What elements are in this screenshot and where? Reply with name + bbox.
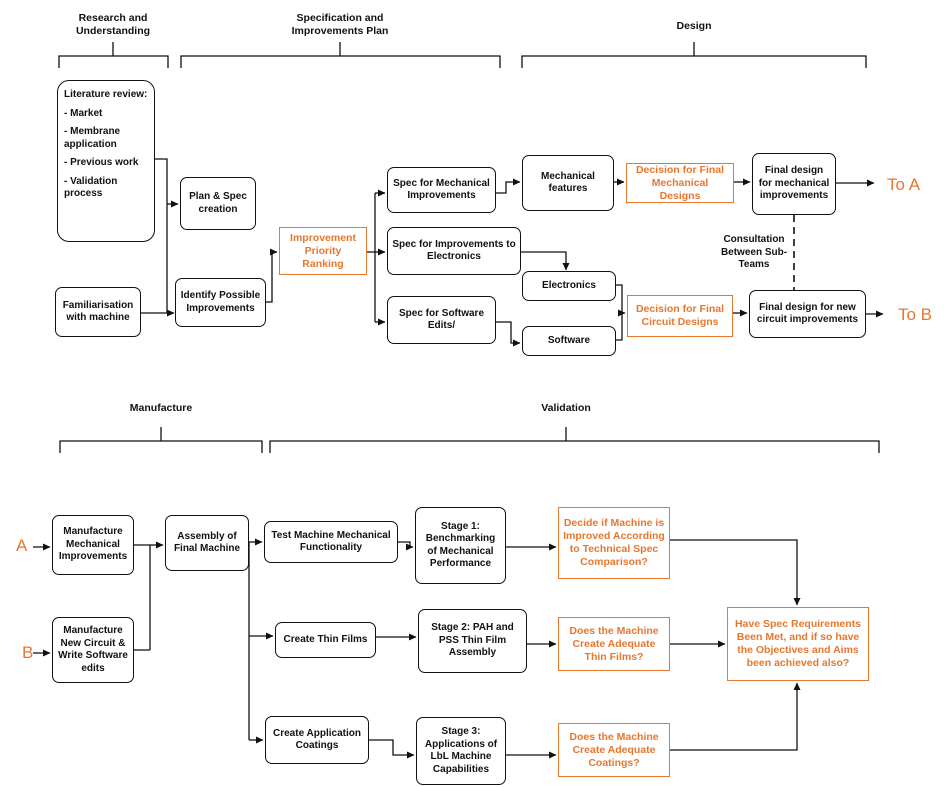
to-a-label: To A: [887, 175, 921, 194]
stage1-box: Stage 1: Benchmarking of Mechanical Perf…: [415, 507, 506, 584]
plan-spec-box: Plan & Spec creation: [180, 177, 256, 230]
consultation-note: Consultation Between Sub-Teams: [720, 234, 788, 270]
literature-item: - Previous work: [64, 157, 139, 168]
header-manufacture: Manufacture: [129, 402, 193, 414]
literature-title: Literature review:: [64, 89, 148, 100]
bracket-research: [58, 42, 169, 68]
final-circuit-box: Final design for new circuit improvement…: [749, 290, 866, 338]
header-design: Design: [676, 20, 712, 32]
decision-mechanical-box: Decision for Final Mechanical Designs: [626, 163, 734, 203]
header-spec-plan: Specification and Improvements Plan: [291, 12, 389, 37]
literature-item: - Membrane application: [64, 126, 121, 150]
test-mechanical-box: Test Machine Mechanical Functionality: [264, 521, 398, 563]
bracket-validation: [269, 427, 880, 453]
manufacture-circuit-box: Manufacture New Circuit & Write Software…: [52, 617, 134, 683]
b-label: B: [22, 643, 34, 662]
manufacture-mechanical-box: Manufacture Mechanical Improvements: [52, 515, 134, 575]
bracket-manufacture: [59, 427, 263, 453]
a-label: A: [16, 536, 28, 555]
literature-review-box: Literature review: - Market - Membrane a…: [57, 80, 155, 242]
assembly-box: Assembly of Final Machine: [165, 515, 249, 571]
literature-item: - Validation process: [64, 175, 118, 200]
create-coatings-box: Create Application Coatings: [265, 716, 369, 764]
header-validation: Validation: [541, 402, 591, 414]
stage2-box: Stage 2: PAH and PSS Thin Film Assembly: [418, 609, 527, 673]
to-b-label: To B: [898, 305, 933, 324]
priority-ranking-box: Improvement Priority Ranking: [279, 227, 367, 275]
final-check-box: Have Spec Requirements Been Met, and if …: [727, 607, 869, 681]
spec-software-box: Spec for Software Edits/: [387, 296, 496, 344]
bracket-design: [521, 42, 867, 68]
spec-electronics-box: Spec for Improvements to Electronics: [387, 227, 521, 275]
adequate-coatings-box: Does the Machine Create Adequate Coating…: [558, 723, 670, 777]
identify-improvements-box: Identify Possible Improvements: [175, 278, 266, 327]
software-box: Software: [522, 326, 616, 356]
adequate-films-box: Does the Machine Create Adequate Thin Fi…: [558, 617, 670, 671]
decision-circuit-box: Decision for Final Circuit Designs: [627, 295, 733, 337]
header-research: Research and Understanding: [75, 12, 151, 37]
stage3-box: Stage 3: Applications of LbL Machine Cap…: [416, 717, 506, 785]
bracket-spec-plan: [180, 42, 501, 68]
spec-mechanical-box: Spec for Mechanical Improvements: [387, 167, 496, 213]
decide-improved-box: Decide if Machine is Improved According …: [558, 507, 670, 579]
electronics-box: Electronics: [522, 271, 616, 301]
create-thin-films-box: Create Thin Films: [275, 622, 376, 658]
familiarisation-box: Familiarisation with machine: [55, 287, 141, 337]
literature-item: - Market: [64, 107, 103, 119]
final-mechanical-box: Final design for mechanical improvements: [752, 153, 836, 215]
mechanical-features-box: Mechanical features: [522, 155, 614, 211]
